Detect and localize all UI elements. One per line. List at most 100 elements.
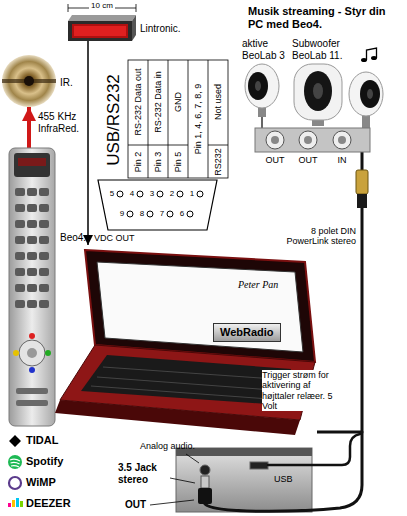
right-speaker-part: [360, 80, 380, 108]
port-inset-part: [200, 465, 210, 475]
connector-panel-outline-part: [304, 136, 312, 144]
pin-number: 5: [108, 189, 116, 198]
db9-connector-part: [187, 211, 193, 217]
remote-control-outline-part: [45, 350, 51, 356]
receiver-box: Lintronic.: [68, 15, 136, 41]
laptop-outline-part: [81, 355, 291, 405]
pin-table-grid-part: [208, 60, 209, 178]
connector-panel: OUTOUTIN: [255, 128, 370, 152]
connector-panel-outline: [255, 128, 370, 152]
db9-connector-part: [127, 211, 133, 217]
speaker-label: Subwoofer BeoLab 11.: [292, 38, 358, 61]
port-inset-part: [201, 476, 209, 488]
remote-control-outline-part: [29, 367, 35, 373]
laptop-outline-part: [91, 367, 289, 400]
din-plug-part: [356, 170, 368, 194]
remote-control-outline-part: [29, 333, 35, 339]
laptop-outline-part: [85, 250, 315, 362]
remote-control-outline-part: [39, 300, 49, 308]
remote-control-outline-part: [15, 204, 25, 212]
app-label: WebRadio: [213, 323, 281, 342]
remote-control-outline-part: [39, 268, 49, 276]
receiver-box-outline-part: [72, 24, 128, 38]
leader-line: [150, 454, 199, 505]
db9-connector-part: [147, 211, 153, 217]
pin-table-cell: Pin 2: [133, 152, 143, 173]
pin-table-cell: RS232: [213, 148, 223, 176]
receiver-box-outline-part: [132, 15, 136, 41]
right-speaker-part: [349, 72, 383, 116]
power-label: VDC OUT: [94, 233, 135, 243]
service-logos-part: [8, 503, 11, 507]
remote-control-outline-part: [27, 348, 37, 358]
pin-table-cell: RS-232 Data out: [133, 68, 143, 135]
connector-panel-outline-part: [299, 131, 317, 149]
db9-connector: [98, 180, 217, 230]
pin-table-grid-part: [128, 145, 188, 146]
subwoofer-outline-part: [294, 64, 342, 120]
remote-control-outline: [8, 148, 56, 426]
subwoofer-outline-part: [304, 71, 332, 111]
dimension-label: 10 cm: [90, 1, 114, 10]
pin-table-cell: GND: [173, 92, 183, 112]
cable-label: 8 polet DIN PowerLink stereo: [278, 226, 356, 247]
ir-sensor-outline-part: [2, 55, 56, 107]
service-logos-part: [8, 455, 22, 469]
pin-number: 7: [158, 209, 166, 218]
remote-control-outline-part: [27, 236, 37, 244]
ir-sensor-outline: [2, 55, 56, 107]
pin-table-grid: [128, 60, 228, 178]
remote-control-outline-part: [15, 300, 25, 308]
dimension-line-part: [136, 4, 137, 12]
port-label: OUT: [296, 155, 320, 165]
remote-control-outline-part: [27, 204, 37, 212]
db9-connector-part: [177, 191, 183, 197]
db9-connector-part: [117, 191, 123, 197]
leader-line-part: [186, 454, 199, 463]
speaker-outline-part: [245, 64, 279, 108]
cable: [205, 432, 362, 511]
connector-panel-outline-part: [338, 136, 346, 144]
service-logos-part: [12, 500, 15, 507]
service-logos-part: [9, 477, 21, 489]
subwoofer: Subwoofer BeoLab 11.: [292, 62, 344, 126]
db9-connector-part: [98, 180, 217, 230]
remote-control-outline-part: [27, 220, 37, 228]
remote-control-outline-part: [15, 268, 25, 276]
remote-control-outline-part: [16, 388, 48, 394]
pin-number: 4: [128, 189, 136, 198]
remote-control-outline-part: [19, 340, 45, 366]
pin-number: 8: [138, 209, 146, 218]
receiver-box-outline-part: [74, 26, 126, 36]
receiver-box-outline-part: [68, 21, 132, 41]
remote-control: Beo4.: [8, 148, 56, 426]
connector-panel-outline-part: [271, 136, 279, 144]
frequency-note: 455 KHz InfraRed.: [38, 111, 90, 134]
pin-table-cell: RS-232 Data in: [153, 71, 163, 133]
leader-line-part: [150, 500, 194, 505]
connector: [27, 107, 31, 148]
remote-label: Beo4.: [60, 232, 86, 244]
remote-control-outline-part: [13, 350, 19, 356]
db9-connector-part: [197, 191, 203, 197]
note: Trigger strøm for aktivering af højttale…: [262, 370, 342, 411]
db9-connector-part: [167, 211, 173, 217]
pin-table-grid-part: [148, 60, 149, 178]
remote-control-outline-part: [39, 236, 49, 244]
music-notes: [361, 48, 377, 62]
service-logos-part: [16, 498, 19, 507]
service-name: DEEZER: [26, 497, 71, 510]
pin-number: 9: [118, 209, 126, 218]
port-inset-part: [176, 448, 312, 512]
din-plug: [356, 170, 368, 208]
remote-control-outline-part: [15, 236, 25, 244]
connector: [87, 41, 89, 245]
pin-table-cell: Pin 5: [173, 152, 183, 173]
remote-control-outline-part: [39, 252, 49, 260]
port-label: OUT: [263, 155, 287, 165]
speaker-outline-part: [255, 81, 261, 91]
service-name: TIDAL: [26, 434, 58, 447]
connector-panel-outline-part: [333, 131, 351, 149]
connectors: [29, 41, 362, 432]
port-callout: Analog audio.: [140, 441, 195, 451]
